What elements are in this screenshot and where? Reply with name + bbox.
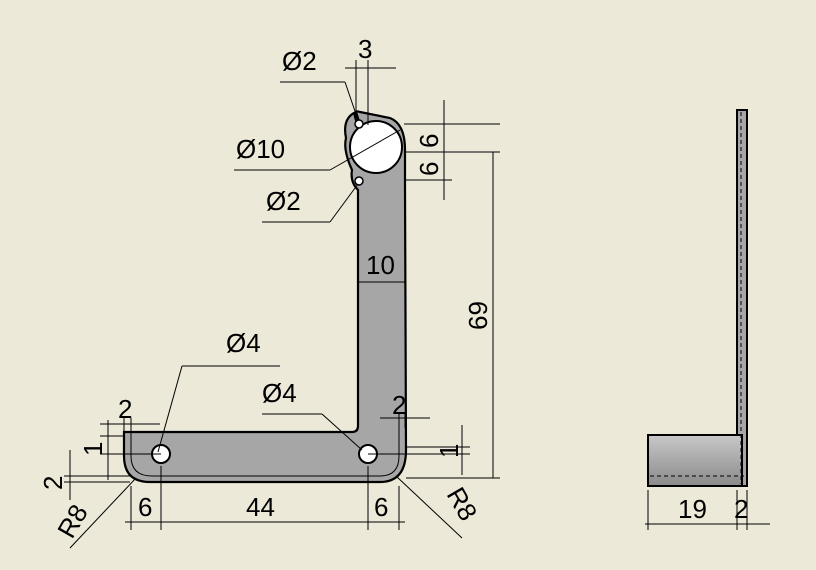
- dim-r8-right: R8: [441, 482, 484, 526]
- large-hole: [349, 120, 403, 174]
- dim-d2-top: Ø2: [282, 46, 317, 76]
- dim-d4-left: Ø4: [226, 328, 261, 358]
- dim-2-right: 2: [392, 390, 406, 420]
- side-view: [645, 109, 770, 530]
- dim-6-base-left: 6: [138, 492, 152, 522]
- side-base: [647, 434, 743, 487]
- dim-d4-right: Ø4: [262, 378, 297, 408]
- dim-6-bottom: 6: [414, 162, 444, 176]
- dim-2-left: 2: [118, 394, 132, 424]
- side-plate: [736, 109, 748, 487]
- dim-6-base-right: 6: [374, 492, 388, 522]
- dim-44: 44: [246, 492, 275, 522]
- dimension-lines: [64, 60, 500, 549]
- inner-edge-line: [130, 428, 400, 477]
- dim-69: 69: [463, 301, 493, 330]
- dim-19: 19: [678, 494, 707, 524]
- dim-2-side: 2: [734, 494, 748, 524]
- dim-1-left: 1: [78, 442, 108, 456]
- dim-r8-left: R8: [51, 499, 94, 543]
- small-hole-bottom: [354, 176, 364, 186]
- dim-d2-bottom: Ø2: [266, 186, 301, 216]
- dim-3: 3: [358, 34, 372, 64]
- dimension-labels: Ø2 3 Ø10 Ø2 6 6 10 69 Ø4 Ø4 2 2 1 1 2 R8…: [38, 34, 748, 543]
- dim-6-top: 6: [414, 134, 444, 148]
- dim-10: 10: [366, 250, 395, 280]
- front-view: [122, 110, 408, 484]
- dim-2-left-lower: 2: [38, 476, 68, 490]
- dim-d10: Ø10: [236, 134, 285, 164]
- dim-1-right: 1: [434, 444, 464, 458]
- small-hole-top: [354, 119, 364, 129]
